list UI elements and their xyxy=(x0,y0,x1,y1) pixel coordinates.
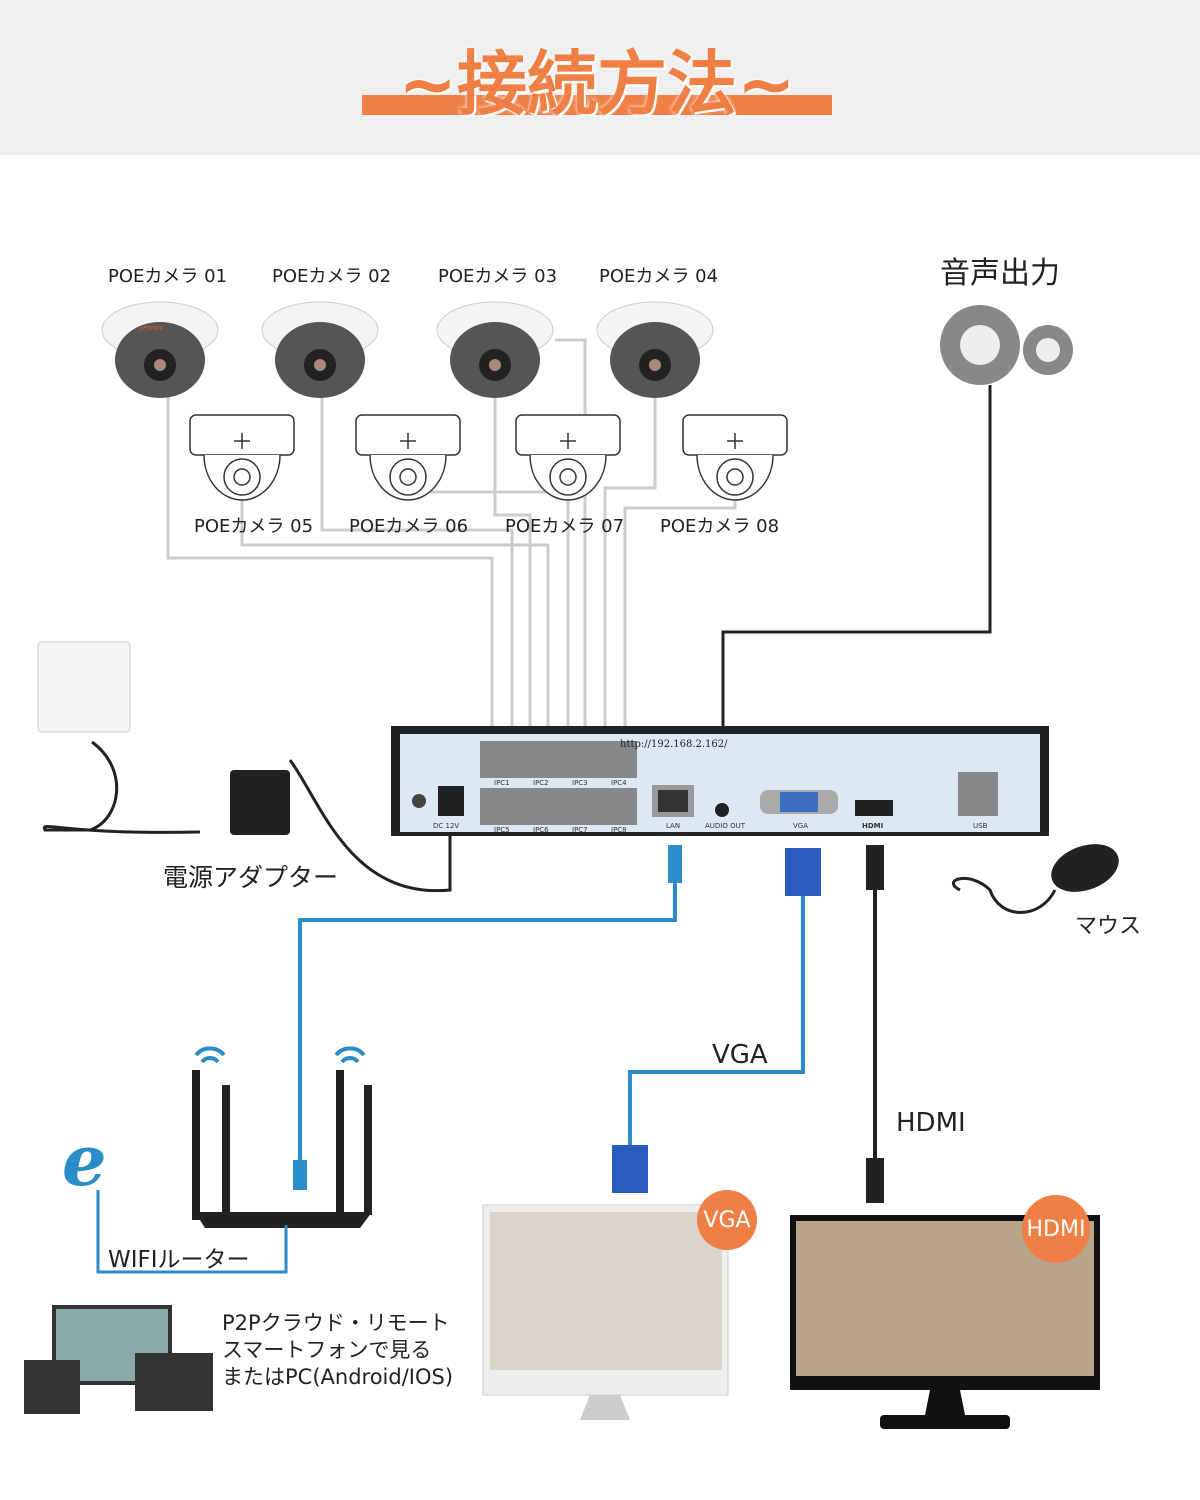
port-ipc6: IPC6 xyxy=(533,826,549,834)
port-usb: USB xyxy=(973,822,988,830)
mouse-icon xyxy=(952,844,1119,914)
p2p-line-3: またはPC(Android/IOS) xyxy=(222,1365,454,1389)
vga-cable xyxy=(628,880,805,1150)
port-vga: VGA xyxy=(793,822,809,830)
p2p-line-1: P2Pクラウド・リモート xyxy=(222,1311,450,1335)
title-underline xyxy=(362,95,832,115)
wall-outlet-icon xyxy=(37,641,131,733)
hdmi-badge: HDMI xyxy=(1022,1195,1090,1263)
port-lan: LAN xyxy=(666,822,681,830)
camera-label-02: POEカメラ 02 xyxy=(272,266,392,287)
vga-monitor xyxy=(482,1204,729,1420)
camera-label-04: POEカメラ 04 xyxy=(599,266,719,287)
port-ipc7: IPC7 xyxy=(572,826,588,834)
camera-label-03: POEカメラ 03 xyxy=(438,266,558,287)
speaker-icon xyxy=(940,305,1073,385)
audio-cable xyxy=(721,385,992,790)
page-title: ~接続方法~ xyxy=(398,43,796,125)
camera-label-01: POEカメラ 01 xyxy=(108,266,228,287)
svg-text:e: e xyxy=(62,1119,107,1202)
hdmi-monitor xyxy=(790,1215,1100,1429)
dome-cameras-row1 xyxy=(101,301,714,398)
camera-cables xyxy=(166,338,737,790)
audio-output-label: 音声出力 xyxy=(940,256,1060,291)
vga-cable-label: VGA xyxy=(712,1040,768,1070)
power-adapter-icon xyxy=(230,770,290,835)
power-adapter-label: 電源アダプター xyxy=(163,863,339,892)
camera-label-07: POEカメラ 07 xyxy=(505,516,625,537)
mouse-label: マウス xyxy=(1075,914,1142,939)
p2p-line-2: スマートフォンで見る xyxy=(222,1338,432,1362)
port-hdmi: HDMI xyxy=(862,822,884,830)
vga-badge: VGA xyxy=(697,1190,757,1250)
header-band xyxy=(0,0,1200,155)
nvr-rear-panel xyxy=(391,726,1049,836)
camera-brand-logo: Jennov xyxy=(140,324,164,332)
port-ipc3: IPC3 xyxy=(572,779,588,787)
hdmi-cable-label: HDMI xyxy=(896,1108,966,1138)
camera-label-05: POEカメラ 05 xyxy=(194,516,314,537)
camera-label-06: POEカメラ 06 xyxy=(349,516,469,537)
internet-explorer-icon: e xyxy=(62,1119,107,1202)
port-ipc8: IPC8 xyxy=(611,826,627,834)
port-ipc1: IPC1 xyxy=(494,779,510,787)
nvr-url: http://192.168.2.162/ xyxy=(620,739,728,750)
port-ipc2: IPC2 xyxy=(533,779,549,787)
router-icon xyxy=(192,1046,372,1228)
dome-cameras-row2 xyxy=(189,414,788,501)
router-label: WIFIルーター xyxy=(108,1247,250,1273)
lan-cable xyxy=(298,850,677,1165)
port-audio-out: AUDIO OUT xyxy=(705,822,746,830)
camera-label-08: POEカメラ 08 xyxy=(660,516,780,537)
port-ipc5: IPC5 xyxy=(494,826,510,834)
port-dc: DC 12V xyxy=(433,822,460,830)
devices-icon xyxy=(24,1305,213,1414)
p2p-text: P2Pクラウド・リモート スマートフォンで見る またはPC(Android/IO… xyxy=(222,1310,453,1391)
port-ipc4: IPC4 xyxy=(611,779,627,787)
